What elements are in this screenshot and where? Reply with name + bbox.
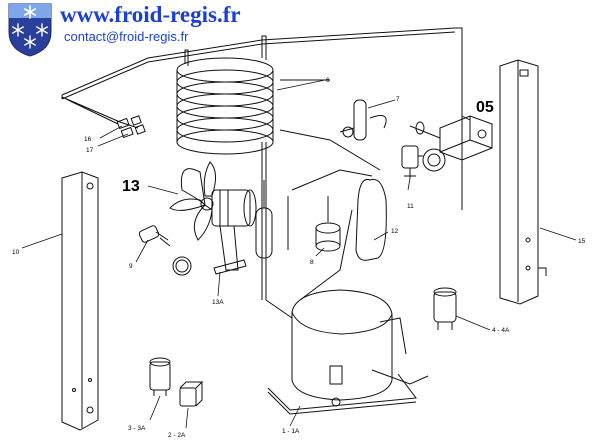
relay-3 bbox=[149, 357, 171, 396]
label-11: 11 bbox=[407, 203, 414, 210]
label-17: 17 bbox=[86, 147, 94, 154]
accumulator-12 bbox=[287, 169, 387, 301]
start-relay-9 bbox=[138, 225, 192, 276]
cover-2 bbox=[179, 381, 204, 407]
company-logo bbox=[8, 3, 52, 57]
label-7: 7 bbox=[396, 96, 400, 103]
leader-lines bbox=[21, 79, 577, 429]
label-8: 8 bbox=[310, 259, 314, 266]
liquid-receiver-8 bbox=[315, 196, 341, 252]
label-2-2a: 2 - 2A bbox=[168, 432, 186, 439]
label-1-1a: 1 - 1A bbox=[282, 428, 300, 435]
filter-drier bbox=[255, 180, 273, 259]
label-4-4a: 4 - 4A bbox=[492, 327, 510, 334]
label-12: 12 bbox=[391, 228, 399, 235]
flare-nuts bbox=[116, 115, 146, 139]
service-valve-7 bbox=[339, 99, 387, 141]
label-6: 6 bbox=[326, 77, 330, 84]
label-13: 13 bbox=[122, 178, 140, 195]
label-10: 10 bbox=[12, 249, 20, 256]
overload-protector-4 bbox=[433, 287, 457, 330]
thermostat-05 bbox=[409, 115, 493, 161]
fan-motor-assembly bbox=[169, 161, 257, 275]
label-3-3a: 3 - 3A bbox=[128, 425, 146, 432]
right-mounting-rail bbox=[499, 59, 547, 305]
left-mounting-rail bbox=[61, 171, 99, 431]
label-15: 15 bbox=[578, 238, 586, 245]
contact-email-link[interactable]: contact@froid-regis.fr bbox=[64, 29, 189, 44]
label-16: 16 bbox=[84, 136, 92, 143]
site-url-link[interactable]: www.froid-regis.fr bbox=[60, 2, 241, 27]
pressure-switch-11 bbox=[401, 145, 446, 178]
compressor-1 bbox=[265, 289, 429, 415]
top-tubing bbox=[61, 27, 463, 210]
label-05: 05 bbox=[476, 99, 494, 116]
label-9: 9 bbox=[129, 263, 133, 270]
condenser-coil bbox=[176, 35, 274, 300]
label-13a: 13A bbox=[212, 299, 224, 306]
